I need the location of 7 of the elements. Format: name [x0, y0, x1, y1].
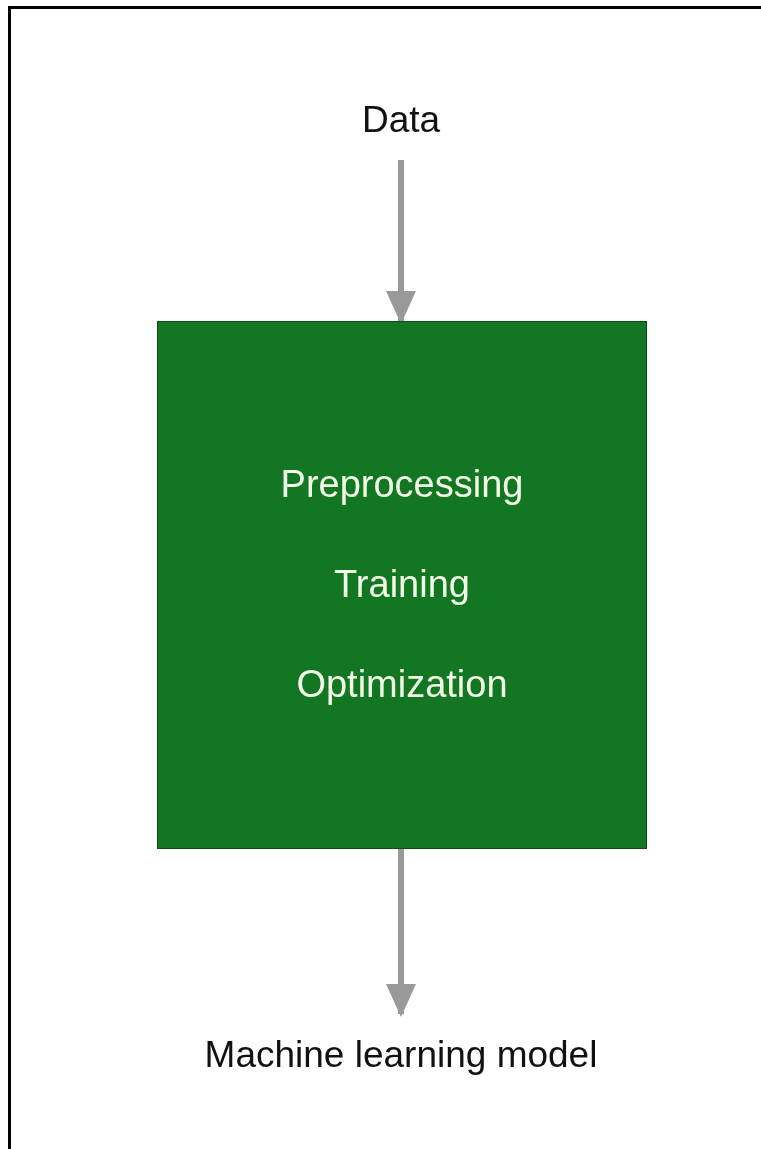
input-label: Data: [361, 99, 441, 141]
step-text: Preprocessing: [280, 464, 524, 507]
step-text: Training: [334, 564, 470, 606]
process-box: [157, 321, 647, 849]
step-text: Optimization: [296, 663, 508, 706]
output-label: Machine learning model: [204, 1034, 598, 1076]
arrow: [386, 847, 416, 1017]
